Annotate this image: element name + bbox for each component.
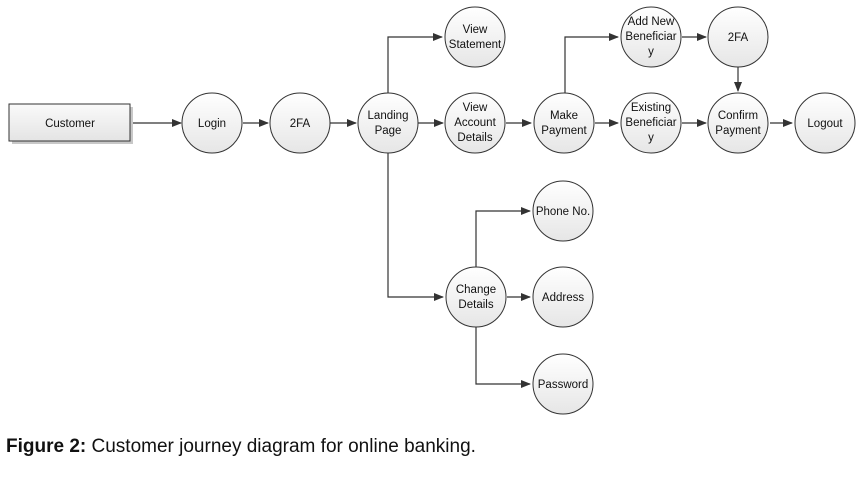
view-statement-label-2: Statement <box>449 39 502 51</box>
change-details-node <box>445 266 507 328</box>
caption-label: Figure 2: <box>6 436 87 457</box>
make-payment-label-2: Payment <box>541 125 587 137</box>
confirm-payment-label-1: Confirm <box>718 110 758 122</box>
twofa-2-label: 2FA <box>728 32 749 44</box>
twofa-label: 2FA <box>290 118 311 130</box>
landing-label-2: Page <box>375 125 402 137</box>
figure-caption: Figure 2: Customer journey diagram for o… <box>6 436 858 458</box>
add-beneficiary-label-2: Beneficiar <box>625 31 676 43</box>
confirm-payment-node <box>707 92 769 154</box>
phone-node <box>532 180 594 242</box>
password-label: Password <box>538 379 589 391</box>
existing-beneficiary-label-2: Beneficiar <box>625 117 676 129</box>
password-node <box>532 353 594 415</box>
address-node <box>532 266 594 328</box>
view-account-label-1: View <box>463 102 488 114</box>
make-payment-label-1: Make <box>550 110 578 122</box>
edge-change-details-phone <box>475 207 531 267</box>
confirm-payment-label-2: Payment <box>715 125 761 137</box>
login-label: Login <box>198 118 226 130</box>
address-label: Address <box>542 292 584 304</box>
view-statement-label-1: View <box>463 24 488 36</box>
view-statement-node <box>444 6 506 68</box>
phone-label: Phone No. <box>536 206 590 218</box>
customer-journey-diagram: Customer Login 2FA Landing Page View Sta… <box>8 6 856 415</box>
edge-landing-change-details <box>387 153 444 301</box>
existing-beneficiary-node <box>620 92 682 154</box>
view-account-label-3: Details <box>457 132 492 144</box>
customer-label: Customer <box>45 118 95 130</box>
add-beneficiary-label-1: Add New <box>628 16 675 28</box>
logout-node <box>794 92 856 154</box>
add-beneficiary-label-3: y <box>648 46 654 58</box>
caption-text: Customer journey diagram for online bank… <box>86 436 476 457</box>
logout-label: Logout <box>807 118 843 130</box>
change-details-label-1: Change <box>456 284 496 296</box>
edge-make-payment-add-beneficiary <box>564 33 619 93</box>
landing-label-1: Landing <box>368 110 409 122</box>
landing-page-node <box>357 92 419 154</box>
edge-landing-view-statement <box>387 33 443 93</box>
edge-change-details-password <box>475 327 531 388</box>
existing-beneficiary-label-1: Existing <box>631 102 671 114</box>
view-account-details-node <box>444 92 506 154</box>
add-beneficiary-node <box>620 6 682 68</box>
login-node <box>181 92 243 154</box>
twofa-node <box>269 92 331 154</box>
make-payment-node <box>533 92 595 154</box>
customer-node: Customer <box>8 103 133 144</box>
existing-beneficiary-label-3: y <box>648 132 654 144</box>
view-account-label-2: Account <box>454 117 496 129</box>
change-details-label-2: Details <box>458 299 493 311</box>
twofa-2-node <box>707 6 769 68</box>
